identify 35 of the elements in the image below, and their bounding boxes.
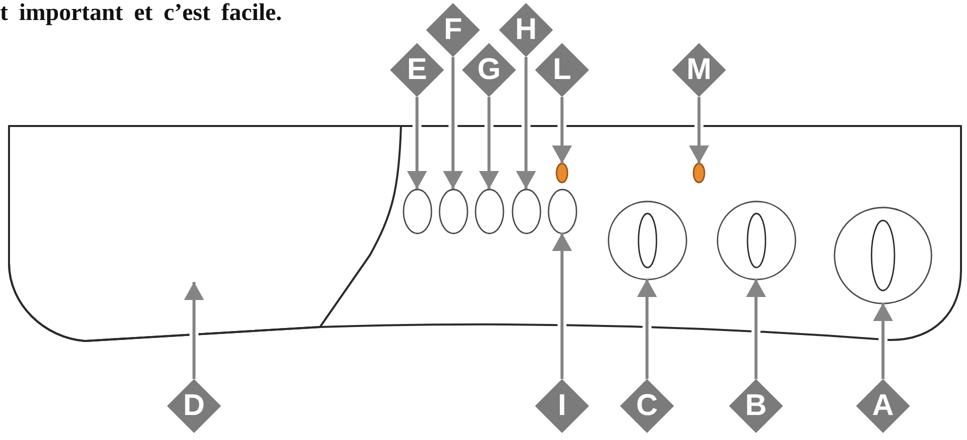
callout-letter: D	[167, 379, 221, 433]
panel-section	[7, 124, 403, 343]
leader-arrow	[746, 279, 766, 379]
rotary-knob	[716, 200, 796, 280]
leader-arrow	[184, 282, 204, 379]
rotary-knob	[833, 206, 933, 304]
control-panel	[7, 124, 963, 343]
leader-arrow	[637, 279, 657, 379]
leader-arrow	[516, 57, 536, 189]
leader-arrow	[407, 97, 427, 189]
body-text: t important et c’est facile.	[0, 0, 282, 26]
leader-arrow	[552, 233, 572, 379]
indicator-light	[692, 162, 706, 184]
callout-letter: B	[729, 379, 783, 433]
push-button	[438, 188, 468, 234]
leader-arrow	[479, 97, 499, 189]
callout-letter: M	[672, 43, 726, 97]
callout-letter: L	[535, 43, 589, 97]
callout-letter: A	[856, 379, 910, 433]
leader-arrow	[873, 303, 893, 379]
leader-arrow	[443, 57, 463, 189]
rotary-knob	[606, 200, 688, 280]
callout-letter: H	[499, 3, 553, 57]
callout-letter: E	[390, 43, 444, 97]
push-button	[474, 188, 504, 234]
callout-letter: F	[426, 3, 480, 57]
indicator-light	[555, 162, 569, 184]
leader-arrow	[689, 97, 709, 164]
leader-arrow	[552, 97, 572, 164]
push-button	[402, 188, 432, 234]
callout-letter: C	[620, 379, 674, 433]
push-button	[546, 188, 578, 234]
push-button	[510, 188, 542, 234]
callout-letter: I	[535, 379, 589, 433]
callout-letter: G	[462, 43, 516, 97]
